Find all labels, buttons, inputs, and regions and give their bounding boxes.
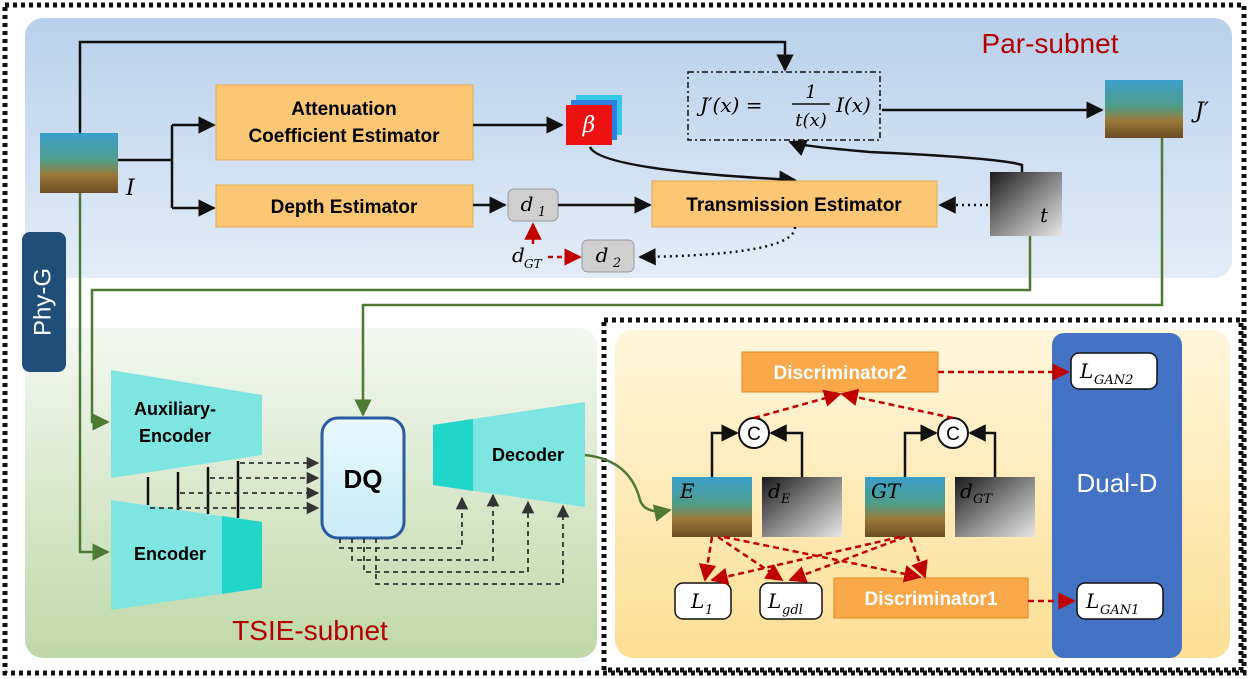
concat-left-label: C — [747, 424, 761, 445]
concat-left-to-disc2 — [753, 389, 842, 420]
e-label: E — [679, 479, 695, 503]
lgdl-label: L — [767, 589, 781, 613]
dual-d-box — [1052, 333, 1182, 658]
d1-sub: 1 — [538, 205, 546, 220]
beta-label: β — [582, 113, 596, 138]
aux-encoder-line1: Auxiliary- — [134, 399, 216, 419]
d2-box — [581, 239, 635, 273]
decoder-dark-block — [433, 419, 473, 491]
formula-lhs: J′(x) = — [696, 93, 763, 117]
attenuation-estimator-box — [215, 84, 474, 161]
d2-sub: 2 — [612, 256, 621, 271]
dgt-image — [955, 477, 1035, 537]
dq-to-dec-2 — [351, 493, 500, 561]
lgan2-label: L — [1079, 359, 1093, 383]
discriminator1-box — [833, 577, 1029, 619]
d1-label: d — [521, 192, 534, 216]
e-to-l1 — [698, 536, 717, 582]
dq-box — [320, 416, 406, 540]
dual-d-label: Dual-D — [1077, 468, 1158, 498]
transmission-estimator-box — [651, 180, 938, 228]
de-label: d — [768, 479, 781, 503]
input-label: I — [125, 176, 136, 201]
dgt-image-sub: GT — [973, 492, 993, 507]
encoder-dark-block — [222, 516, 262, 594]
e-to-lgdl — [717, 535, 784, 582]
beta-to-transmission-arrow — [588, 146, 797, 188]
jprime-image — [1105, 80, 1183, 138]
lgan2-sub: GAN2 — [1094, 373, 1133, 388]
transmission-estimator-label: Transmission Estimator — [686, 195, 902, 216]
dgt-label: d — [512, 243, 525, 267]
lgan1-box — [1076, 582, 1164, 620]
phy-g-label: Phy-G — [29, 268, 56, 336]
e-to-concat-arrow — [710, 424, 739, 477]
input-to-encoder-arrow — [78, 193, 110, 561]
attenuation-line1: Attenuation — [291, 99, 397, 120]
gt-label: GT — [871, 479, 902, 503]
t-label: t — [1040, 203, 1049, 227]
t-to-aux-encoder-arrow — [90, 236, 1032, 431]
e-to-disc1 — [723, 535, 922, 583]
l1-label: L — [690, 589, 704, 613]
phy-g-tab — [22, 232, 66, 372]
dgt-image-label: d — [960, 479, 973, 503]
concat-right-to-disc2 — [840, 388, 954, 420]
depth-estimator-label: Depth Estimator — [271, 197, 418, 218]
lgan1-label: L — [1085, 589, 1099, 613]
depth-estimator-box — [215, 184, 474, 228]
d2-label: d — [596, 243, 609, 267]
jprime-label: J′ — [1191, 99, 1209, 124]
lgan2-box — [1070, 352, 1158, 390]
lgan1-sub: GAN1 — [1100, 603, 1139, 618]
lgdl-sub: gdl — [782, 603, 803, 618]
formula-rhs: I(x) — [835, 93, 871, 117]
tsie-subnet-title: TSIE-subnet — [232, 615, 388, 646]
formula-numerator: 1 — [805, 82, 816, 103]
discriminator2-box — [741, 351, 939, 393]
transmission-to-d2-arrow — [638, 226, 797, 266]
discriminator2-label: Discriminator2 — [773, 363, 906, 384]
e-image — [672, 477, 752, 537]
t-to-formula-arrow — [788, 139, 1024, 172]
dgt-to-concat-arrow — [968, 424, 997, 477]
gt-to-l1 — [710, 535, 901, 586]
gt-image — [865, 477, 945, 537]
input-to-formula-arrow — [78, 40, 794, 133]
aux-encoder-line2: Encoder — [139, 426, 211, 446]
jprime-to-dq-arrow — [354, 138, 1164, 417]
decoder-to-e-arrow — [584, 453, 672, 522]
gt-to-disc1 — [908, 536, 928, 579]
gt-to-lgdl — [788, 535, 906, 583]
par-subnet-title: Par-subnet — [982, 28, 1119, 59]
aux-encoder-shape — [111, 370, 262, 478]
input-image — [40, 133, 118, 193]
concat-right-label: C — [946, 424, 960, 445]
t-image — [990, 172, 1062, 236]
dq-to-dec-4 — [375, 504, 570, 585]
de-sub: E — [780, 492, 791, 507]
lgdl-box — [759, 582, 823, 620]
l1-box — [674, 582, 732, 620]
dq-label: DQ — [344, 464, 383, 494]
encoder-label: Encoder — [134, 544, 206, 564]
beta-layer-front — [566, 105, 612, 145]
decoder-label: Decoder — [492, 445, 564, 465]
dgt-sub: GT — [524, 257, 543, 271]
formula-denominator: t(x) — [795, 110, 826, 131]
discriminator1-label: Discriminator1 — [864, 589, 997, 610]
formula-box — [687, 71, 881, 141]
dq-to-dec-1 — [339, 496, 469, 549]
gt-to-concat-arrow — [903, 424, 938, 477]
dual-d-dotted-border — [601, 317, 1244, 673]
l1-sub: 1 — [705, 603, 713, 618]
attenuation-line2: Coefficient Estimator — [248, 126, 440, 147]
de-image — [762, 477, 842, 537]
de-to-concat-arrow — [769, 424, 804, 477]
